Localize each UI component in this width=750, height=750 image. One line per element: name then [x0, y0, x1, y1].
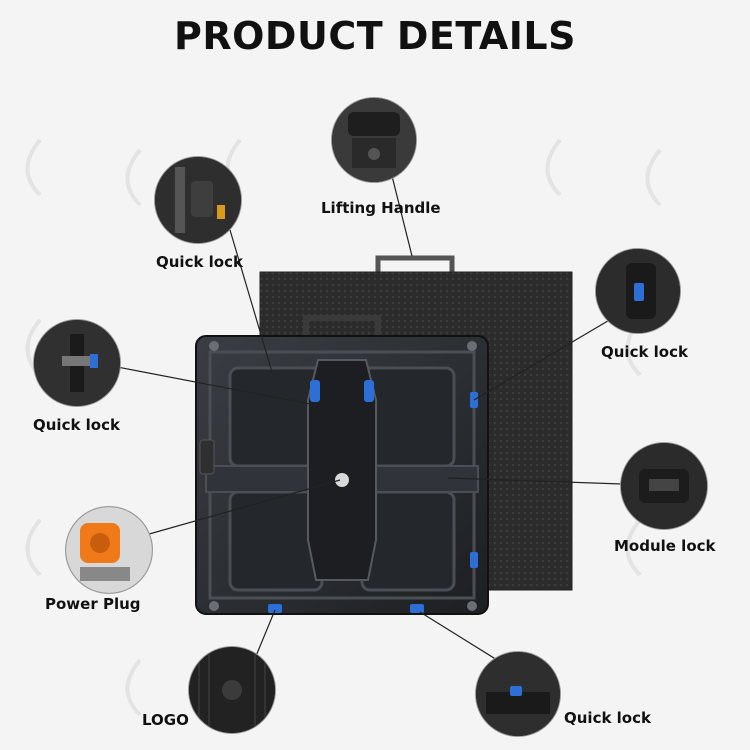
rear-handle	[375, 255, 455, 272]
label-logo: LOGO	[142, 711, 189, 729]
module-lock-detail-circle	[621, 443, 707, 529]
label-module-lock: Module lock	[614, 537, 716, 555]
lifting-handle-detail-circle	[332, 98, 416, 182]
front-handle	[303, 315, 381, 338]
quick-lock-top-right-detail-circle	[596, 249, 680, 333]
logo-detail-circle	[189, 647, 275, 733]
label-quick-lock-top-left: Quick lock	[156, 253, 243, 271]
quick-lock-mid-left-detail-circle	[34, 320, 120, 406]
label-power-plug: Power Plug	[45, 595, 141, 613]
label-lifting-handle: Lifting Handle	[321, 199, 441, 217]
quick-lock-bottom-right-detail-circle	[476, 652, 560, 736]
quick-lock-top-left-detail-circle	[155, 157, 241, 243]
label-quick-lock-mid-left: Quick lock	[33, 416, 120, 434]
page-title: PRODUCT DETAILS	[174, 14, 576, 58]
label-quick-lock-bottom-right: Quick lock	[564, 709, 651, 727]
cabinet-rear-frame	[195, 315, 489, 615]
logo-badge	[335, 473, 349, 487]
label-quick-lock-top-right: Quick lock	[601, 343, 688, 361]
power-plug-detail-circle	[66, 507, 152, 593]
